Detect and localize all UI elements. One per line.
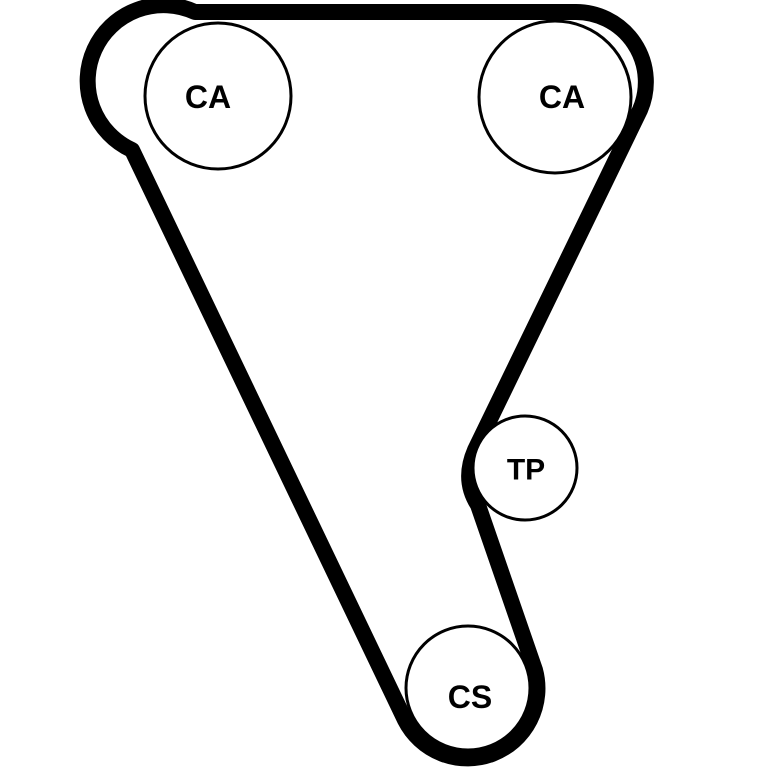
timing-belt <box>79 0 654 767</box>
camshaft-pulley-right-circle <box>477 19 633 175</box>
camshaft-pulley-right: CA <box>477 19 633 175</box>
tensioner-pulley-label: TP <box>507 454 545 487</box>
crankshaft-pulley: CS <box>404 624 532 752</box>
crankshaft-pulley-circle <box>404 624 532 752</box>
camshaft-pulley-left-circle <box>143 21 293 171</box>
tensioner-pulley-circle <box>471 414 579 522</box>
crankshaft-pulley-label: CS <box>448 679 492 715</box>
camshaft-pulley-left-label: CA <box>185 79 231 115</box>
camshaft-pulley-left: CA <box>143 21 293 171</box>
tensioner-pulley: TP <box>471 414 579 522</box>
camshaft-pulley-right-label: CA <box>539 79 585 115</box>
